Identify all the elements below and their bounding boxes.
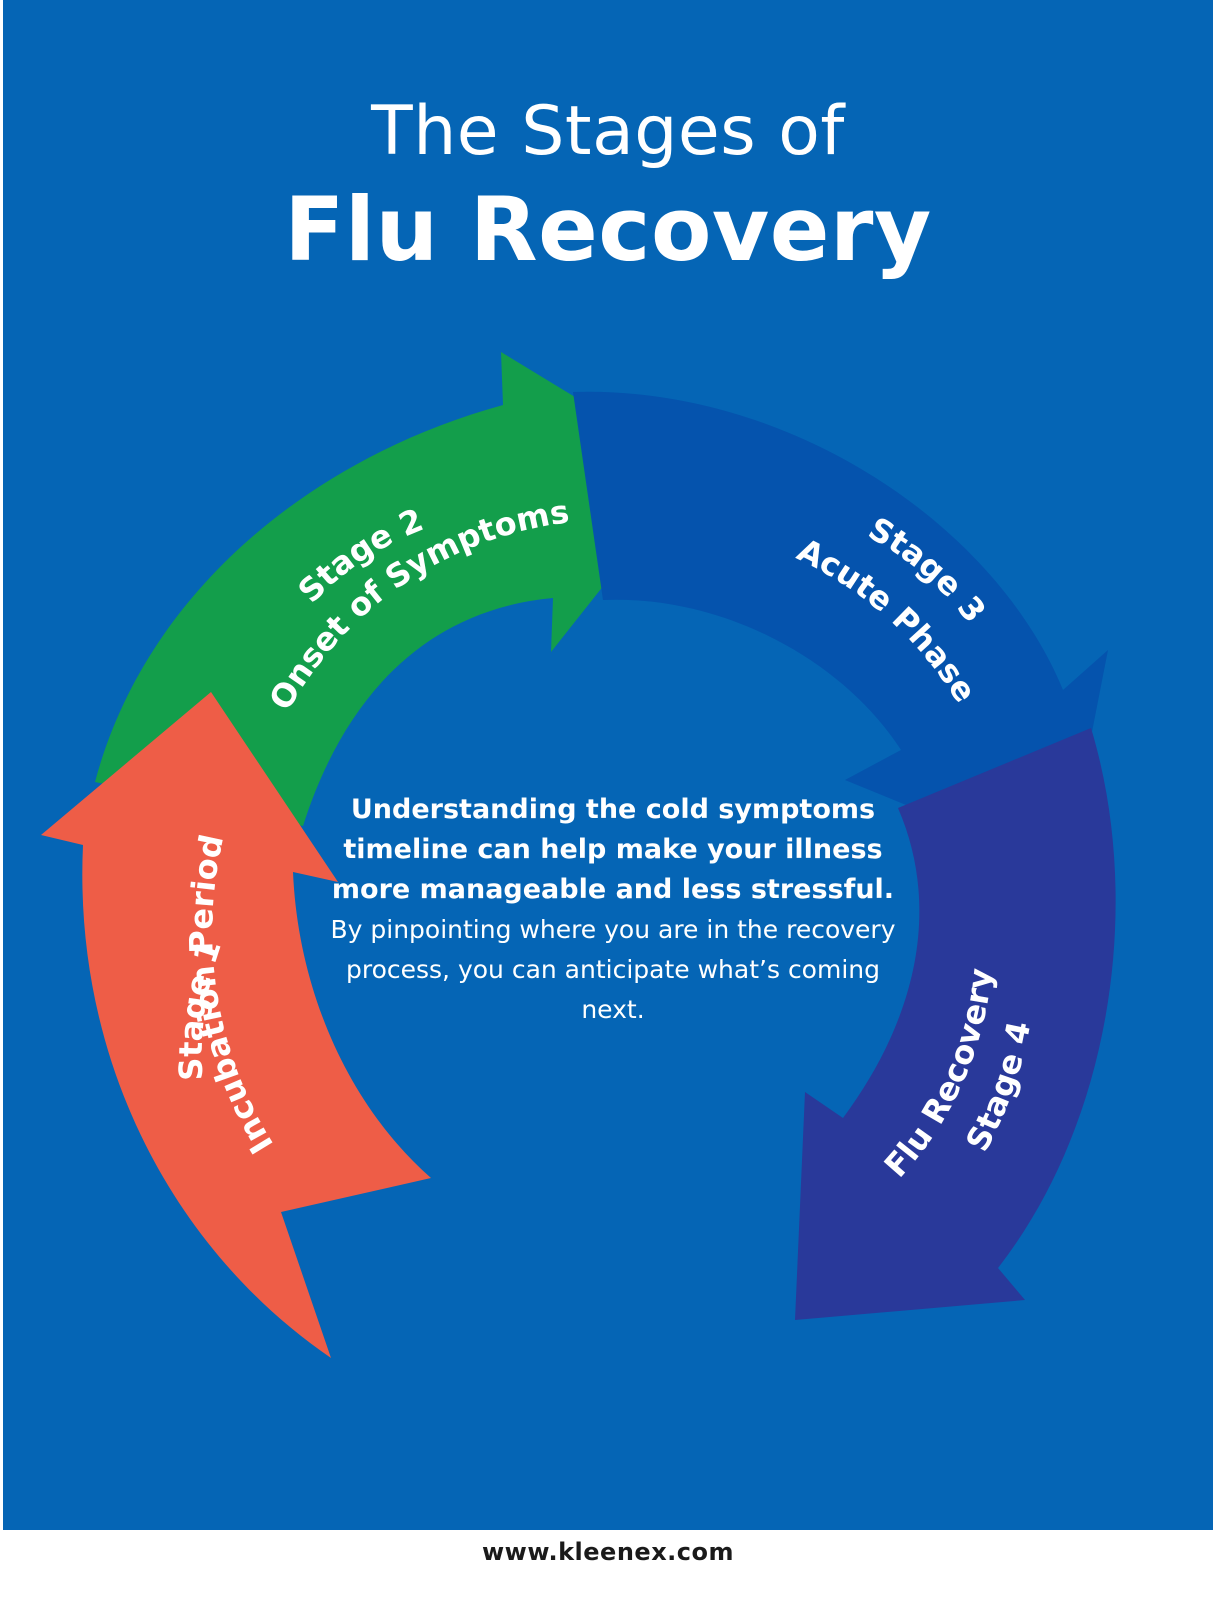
stage-3-arrow bbox=[573, 391, 1108, 870]
stage-4-arrow bbox=[795, 728, 1116, 1320]
center-lead-text: Understanding the cold symptoms timeline… bbox=[331, 794, 895, 905]
stage-1-arrow bbox=[41, 692, 431, 1358]
footer-url[interactable]: www.kleenex.com bbox=[481, 1538, 735, 1566]
title-line-1: The Stages of bbox=[371, 92, 845, 171]
poster-background: The Stages of Flu Recovery Stage 2 Onset… bbox=[3, 0, 1213, 1530]
center-text-block: Understanding the cold symptoms timeline… bbox=[323, 790, 903, 1030]
cycle-diagram: Stage 2 Onset of Symptoms Stage 3 Acute … bbox=[41, 352, 1116, 1358]
title-line-2: Flu Recovery bbox=[284, 178, 932, 281]
stage-2-arrow bbox=[95, 352, 695, 826]
center-body-text: By pinpointing where you are in the reco… bbox=[330, 915, 896, 1024]
